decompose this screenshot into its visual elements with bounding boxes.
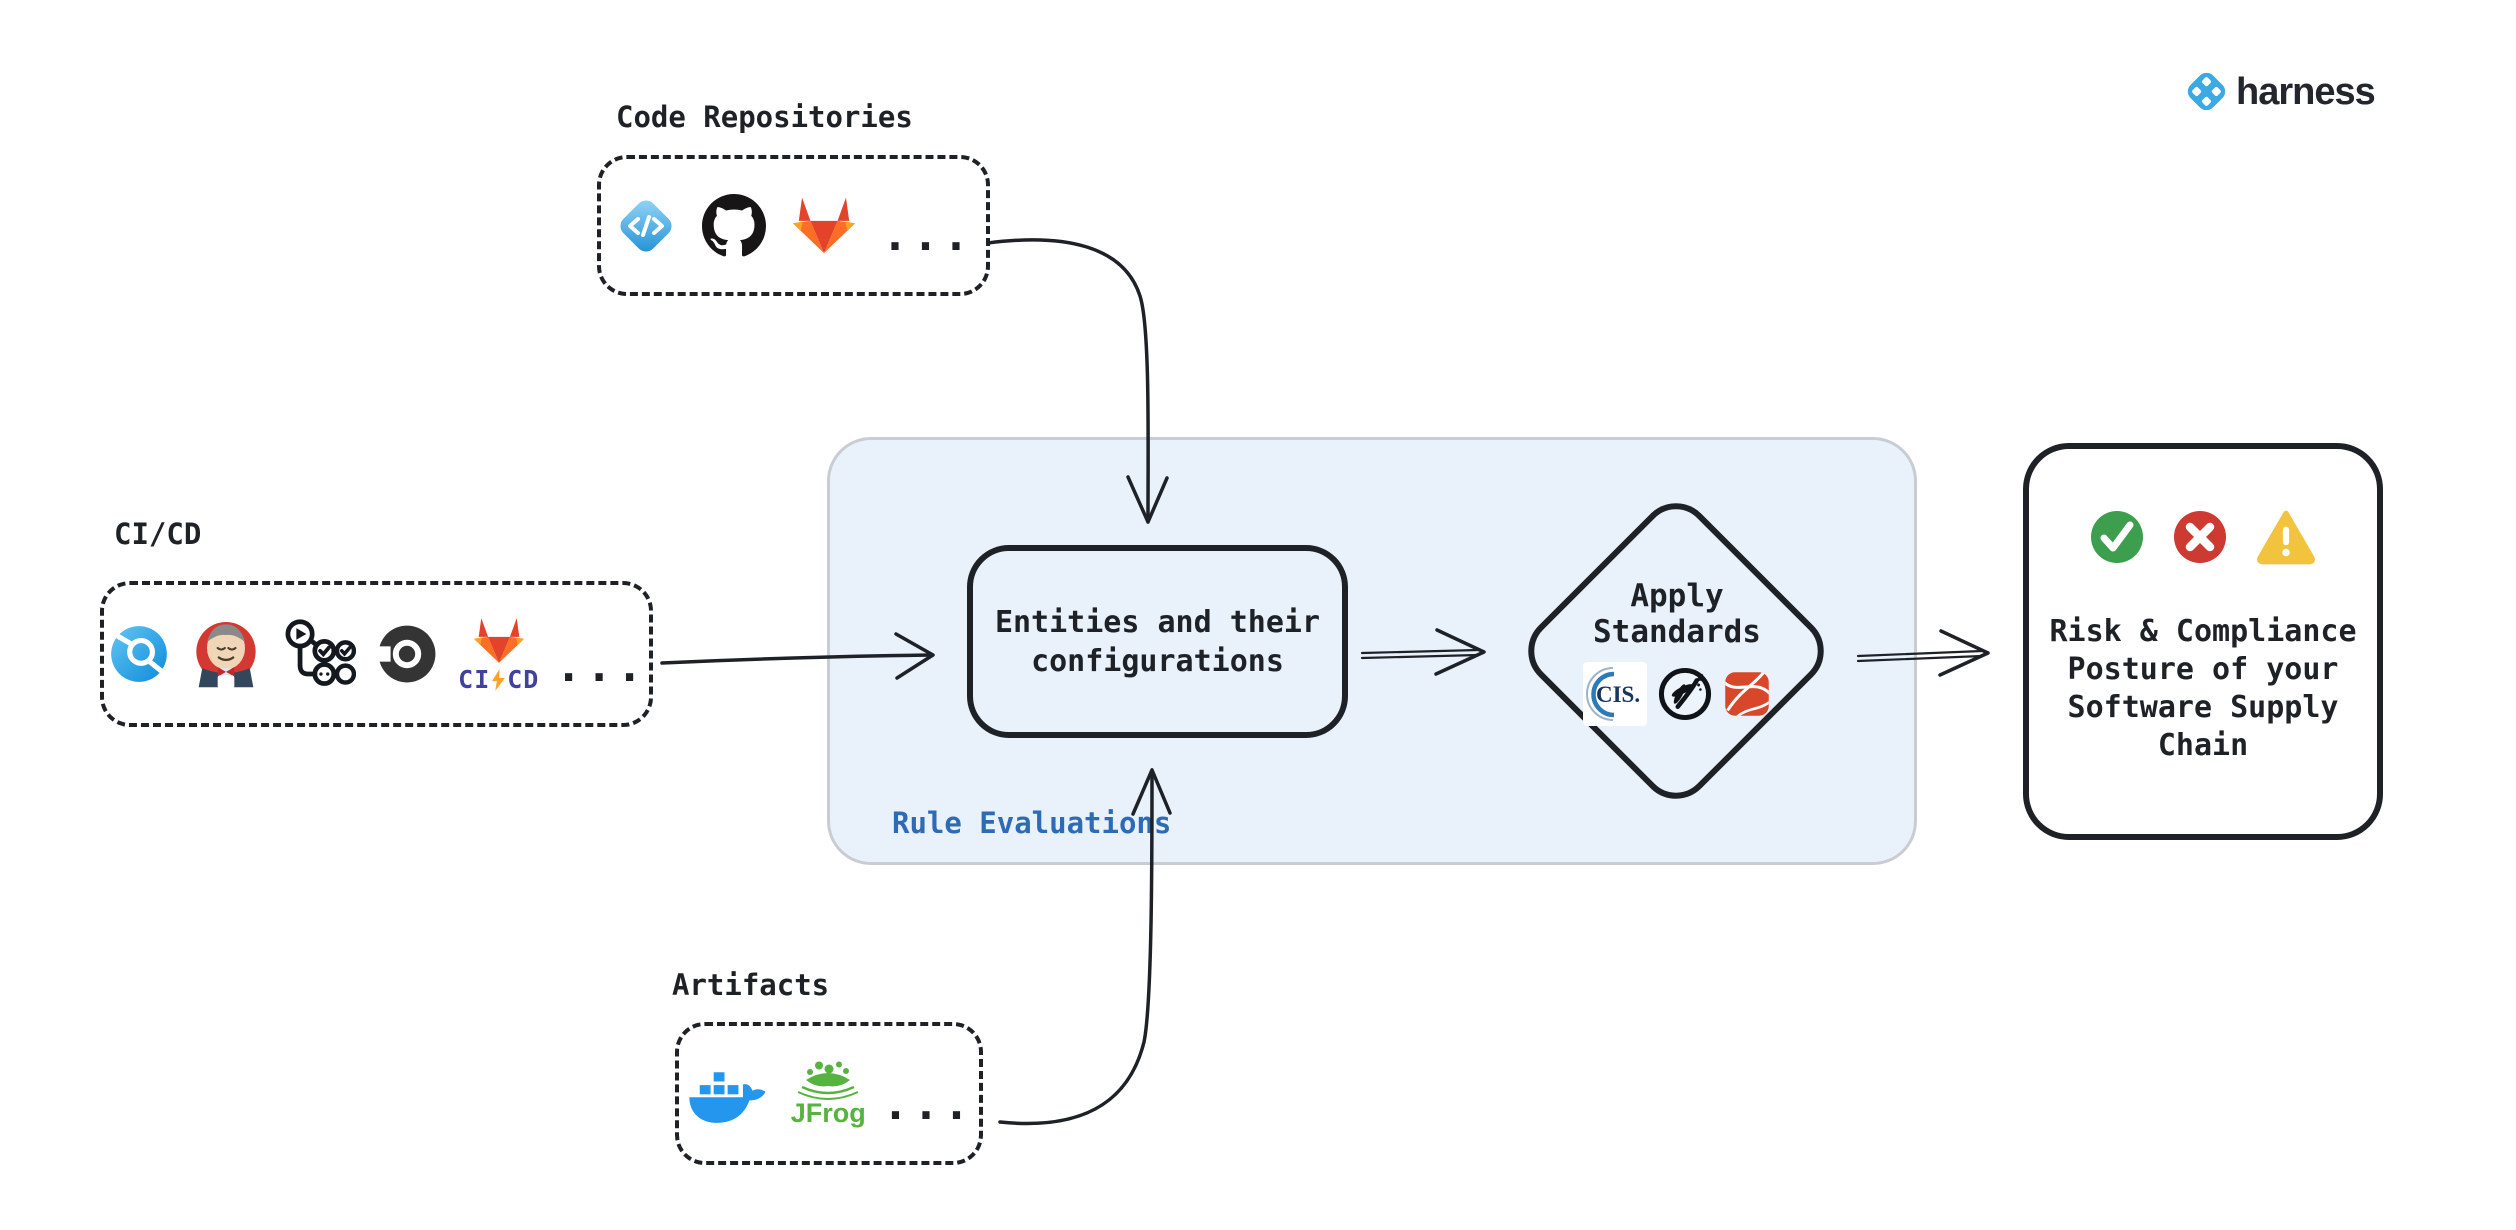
owasp-icon xyxy=(1658,667,1712,721)
cicd-box: CI CD ... xyxy=(100,581,653,727)
jfrog-icon: JFrog xyxy=(790,1060,866,1127)
outcome-text: Risk & Compliance Posture of your Softwa… xyxy=(2049,614,2357,763)
gitlab-cicd-icon: CI CD xyxy=(458,616,539,692)
outcome-box: Risk & Compliance Posture of your Softwa… xyxy=(2023,443,2383,840)
artifacts-label: Artifacts xyxy=(672,968,830,1002)
apply-standards-line2: Standards xyxy=(1593,614,1761,650)
docker-icon xyxy=(689,1070,766,1123)
standards-ribbon-icon xyxy=(1725,672,1769,716)
rule-evaluations-label: Rule Evaluations xyxy=(892,806,1172,840)
gitlab-icon xyxy=(790,195,858,257)
jfrog-wordmark: JFrog xyxy=(790,1098,866,1128)
cis-arc xyxy=(1586,667,1615,721)
circleci-icon xyxy=(374,625,436,683)
gitlab-badge-ci: CI xyxy=(458,665,491,694)
cross-circle-icon xyxy=(2174,511,2226,563)
gitlab-badge-cd: CD xyxy=(507,665,540,694)
cicd-label: CI/CD xyxy=(114,517,202,551)
github-actions-icon xyxy=(285,619,357,686)
cis-benchmark-icon: CIS. xyxy=(1583,662,1647,726)
warning-triangle-icon xyxy=(2257,510,2315,565)
harness-code-icon xyxy=(620,199,672,252)
code-repositories-ellipsis: ... xyxy=(881,210,974,261)
lightning-bolt-icon xyxy=(492,668,506,691)
check-circle-icon xyxy=(2091,511,2143,563)
jenkins-icon xyxy=(196,621,256,689)
artifacts-ellipsis: ... xyxy=(882,1079,974,1130)
apply-standards-line1: Apply xyxy=(1630,578,1724,614)
harness-ci-icon xyxy=(111,626,167,682)
entities-text: Entities and their configurations xyxy=(994,604,1321,679)
outcome-icons-row xyxy=(2029,509,2377,565)
cis-wordmark: CIS. xyxy=(1596,682,1641,707)
jfrog-frog-icon xyxy=(797,1061,859,1100)
code-repositories-label: Code Repositories xyxy=(616,100,913,134)
standards-icons-row: CIS. xyxy=(1583,662,1771,726)
harness-logo: harness xyxy=(2184,69,2376,114)
gitlab-tanuki-icon xyxy=(471,616,527,666)
gitlab-cicd-badge: CI CD xyxy=(458,667,539,692)
harness-wordmark: harness xyxy=(2236,70,2376,113)
code-repositories-box: ... xyxy=(597,155,990,296)
artifacts-box: JFrog ... xyxy=(675,1022,983,1165)
entities-box: Entities and their configurations xyxy=(967,545,1348,738)
cicd-ellipsis: ... xyxy=(555,641,647,692)
harness-logo-icon xyxy=(2187,72,2226,111)
github-icon xyxy=(701,193,766,256)
apply-standards-content: Apply Standards CIS. xyxy=(1527,578,1827,726)
